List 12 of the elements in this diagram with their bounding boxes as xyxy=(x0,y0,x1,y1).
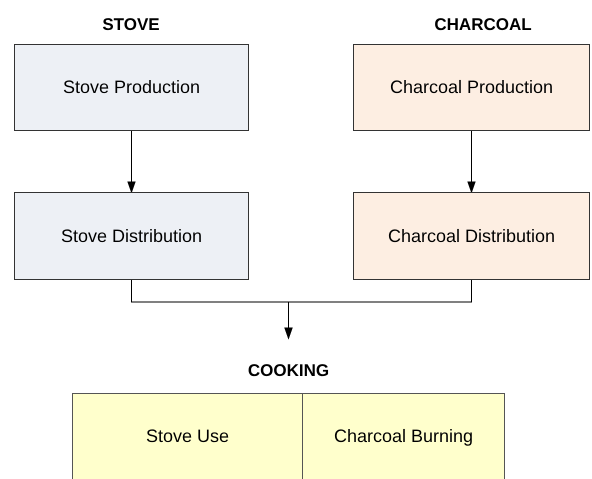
arrow xyxy=(127,130,136,194)
column-heading: CHARCOAL xyxy=(434,14,532,36)
process-box: Stove Production xyxy=(14,44,249,131)
group-heading: COOKING xyxy=(248,360,330,382)
process-box: Charcoal Distribution xyxy=(353,192,590,280)
column-heading: STOVE xyxy=(102,14,160,36)
process-box: Stove Use xyxy=(72,393,302,479)
process-box: Charcoal Burning xyxy=(302,393,505,479)
process-box: Charcoal Production xyxy=(353,44,590,131)
arrow xyxy=(284,280,472,340)
process-box: Stove Distribution xyxy=(14,192,249,280)
arrow xyxy=(467,130,476,194)
